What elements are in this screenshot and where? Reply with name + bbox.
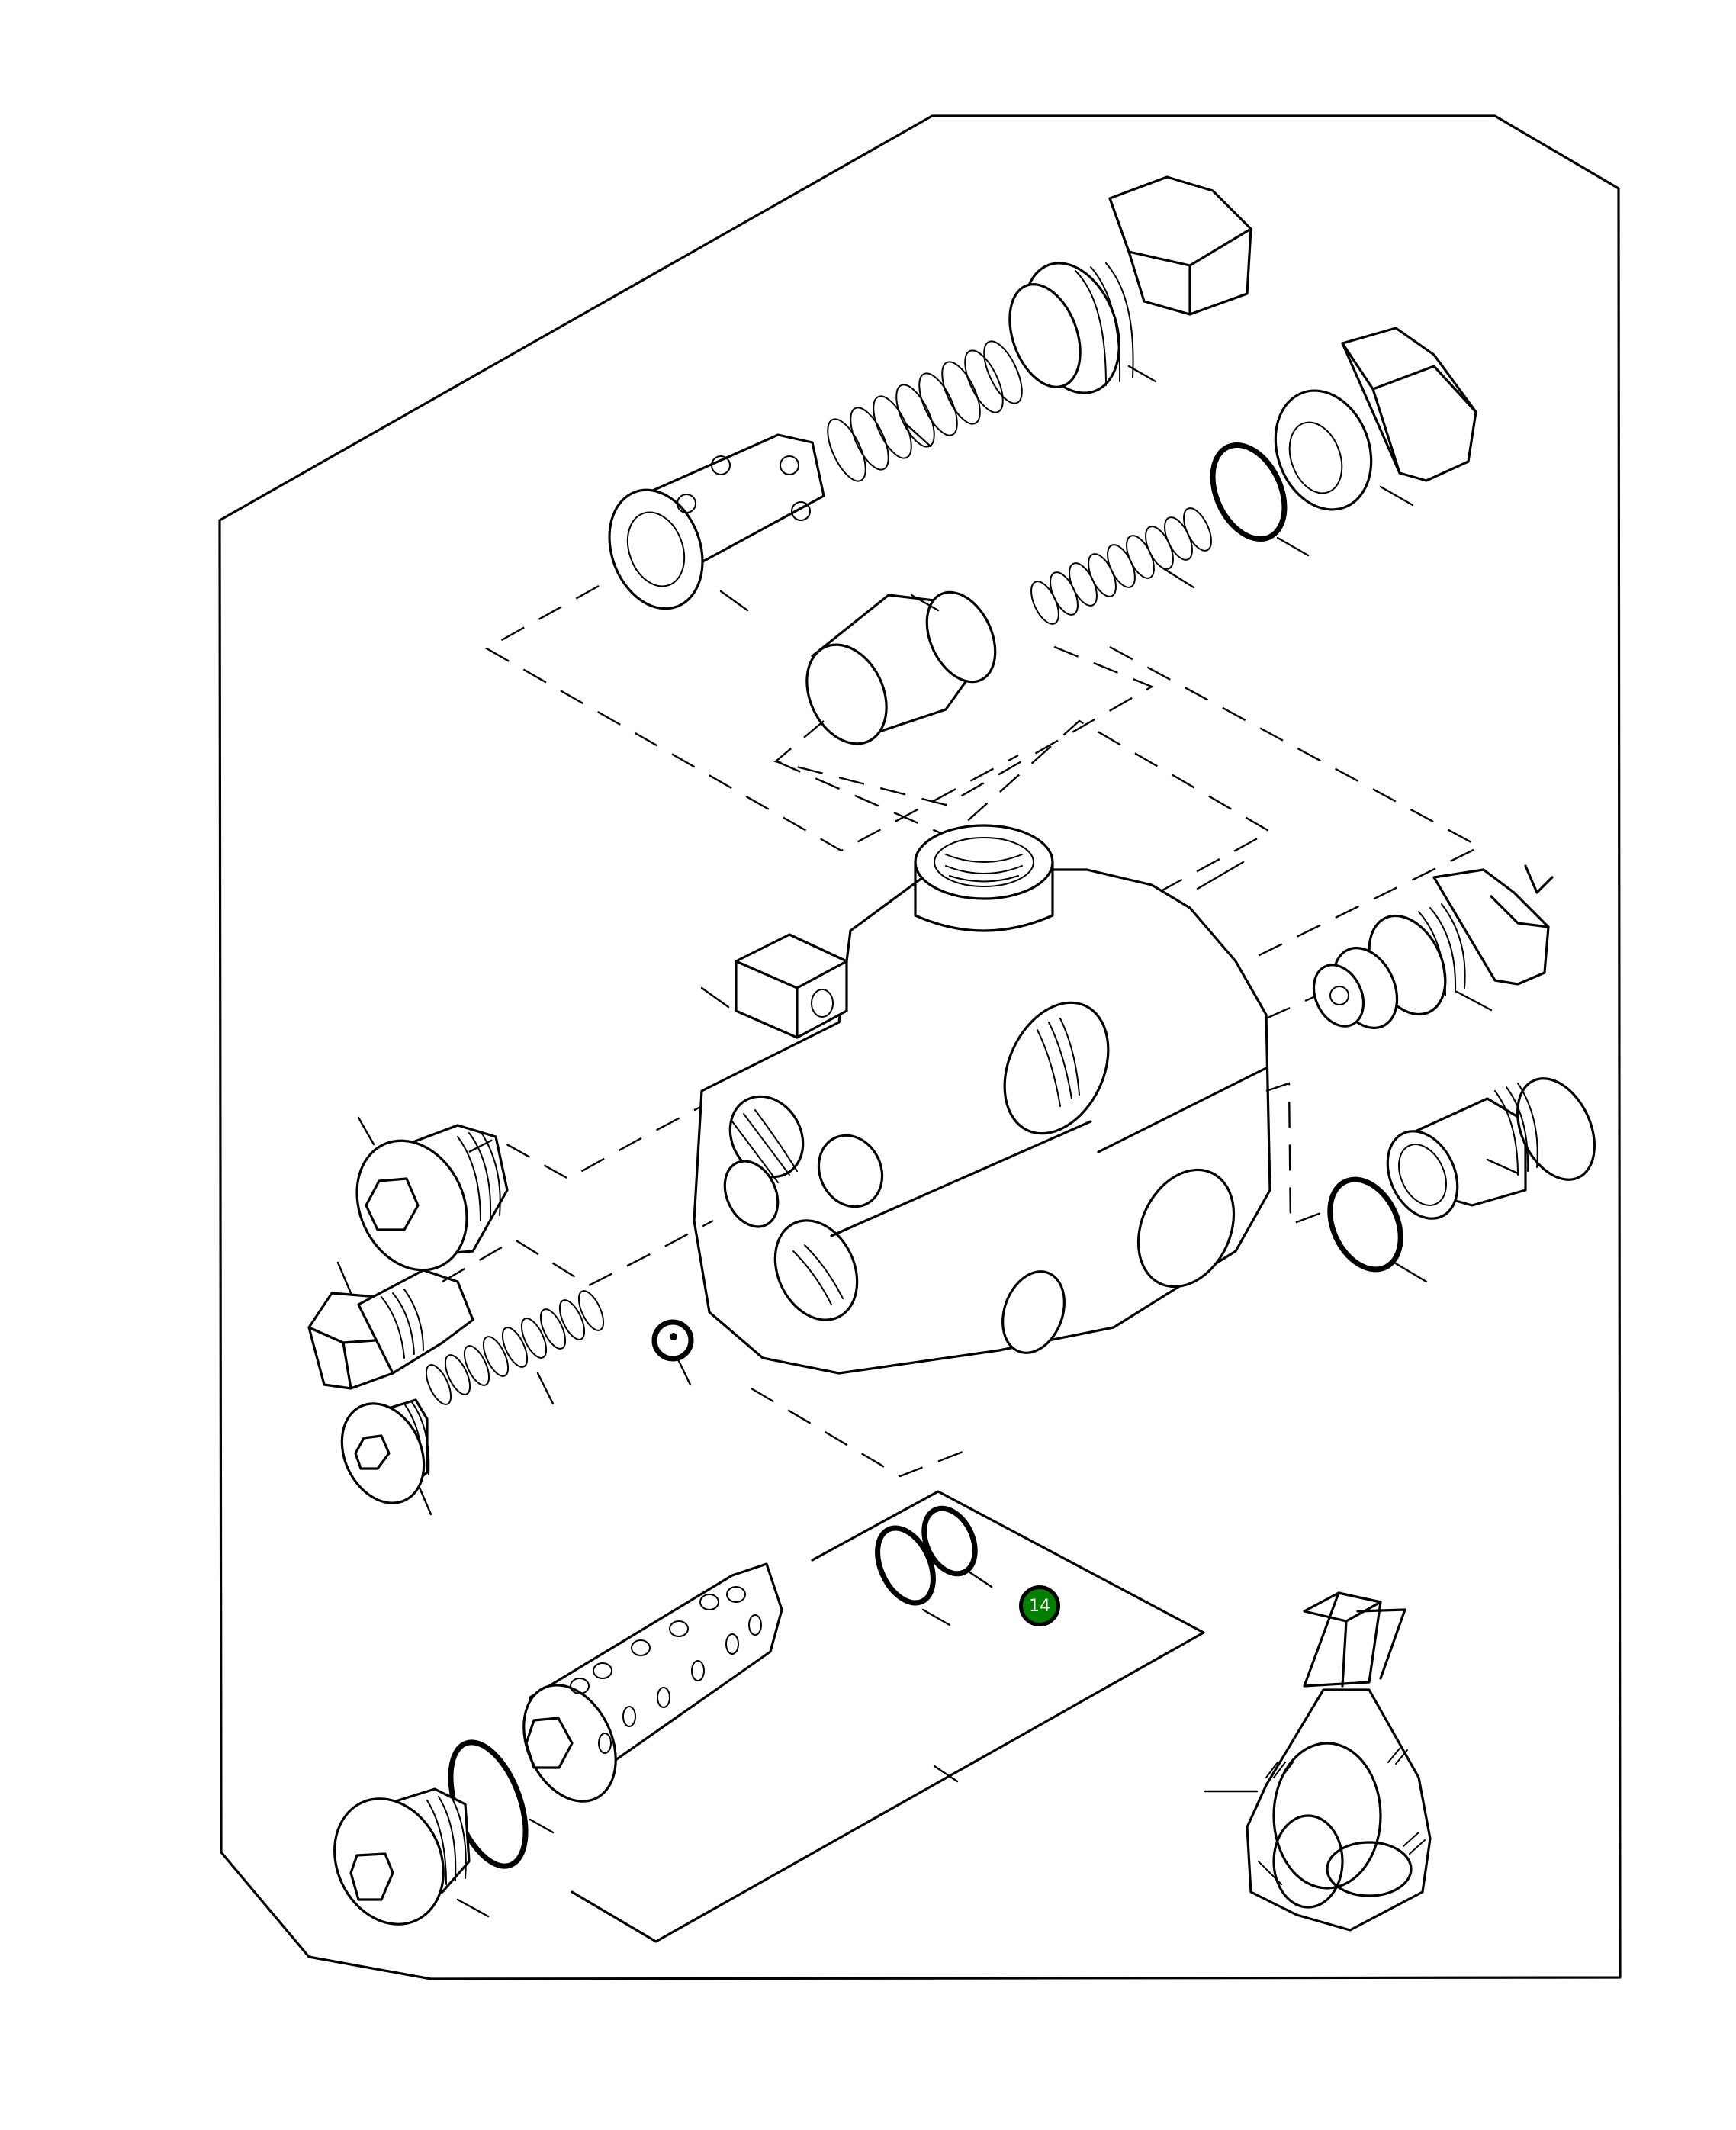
spring-upper-right[interactable] (1026, 504, 1217, 628)
hex-plug-left[interactable] (307, 1261, 474, 1390)
socket-plug-left-lower[interactable] (326, 1390, 439, 1517)
ball[interactable] (651, 1319, 694, 1386)
spool-group-bracket (571, 1490, 1205, 1943)
socket-plug-bottom[interactable] (314, 1781, 490, 1942)
dashed-connector-piston (773, 643, 1154, 806)
dashed-connector-plug-right (1265, 1082, 1332, 1226)
hex-cap-relief-valve-top[interactable] (997, 175, 1252, 407)
dashed-connector-left-upper (468, 1105, 702, 1180)
spool-top[interactable] (593, 433, 825, 622)
valve-body[interactable] (693, 824, 1271, 1375)
callout-badge-14[interactable]: 14 (1019, 1585, 1060, 1626)
o-ring-upper-right[interactable] (1198, 433, 1310, 557)
spring-top[interactable] (820, 336, 1030, 487)
o-ring-14b[interactable] (866, 1519, 951, 1626)
dashed-connector-left-middle (442, 1219, 714, 1287)
diagram-frame (218, 114, 1622, 1980)
dashed-connector-spool (484, 584, 1019, 852)
dashed-connector-right-upper (1109, 645, 1482, 959)
spring-left[interactable] (421, 1288, 608, 1408)
dashed-connector-cartridge (1265, 983, 1343, 1020)
cartridge-valve-right[interactable] (1304, 864, 1554, 1038)
socket-plug-left-upper[interactable] (336, 1116, 509, 1288)
piston[interactable] (792, 581, 1009, 757)
dashed-connector-spool-bottom (751, 1387, 969, 1478)
dashed-connector-body-top (776, 719, 1272, 902)
seal-kit-bag[interactable] (1204, 1591, 1432, 1932)
hex-plug-upper-right[interactable] (1259, 327, 1477, 523)
spool-sleeve[interactable] (506, 1562, 959, 1816)
o-ring-14a[interactable] (915, 1501, 993, 1588)
o-ring-right[interactable] (1316, 1168, 1428, 1283)
plug-right[interactable] (1374, 1067, 1610, 1231)
